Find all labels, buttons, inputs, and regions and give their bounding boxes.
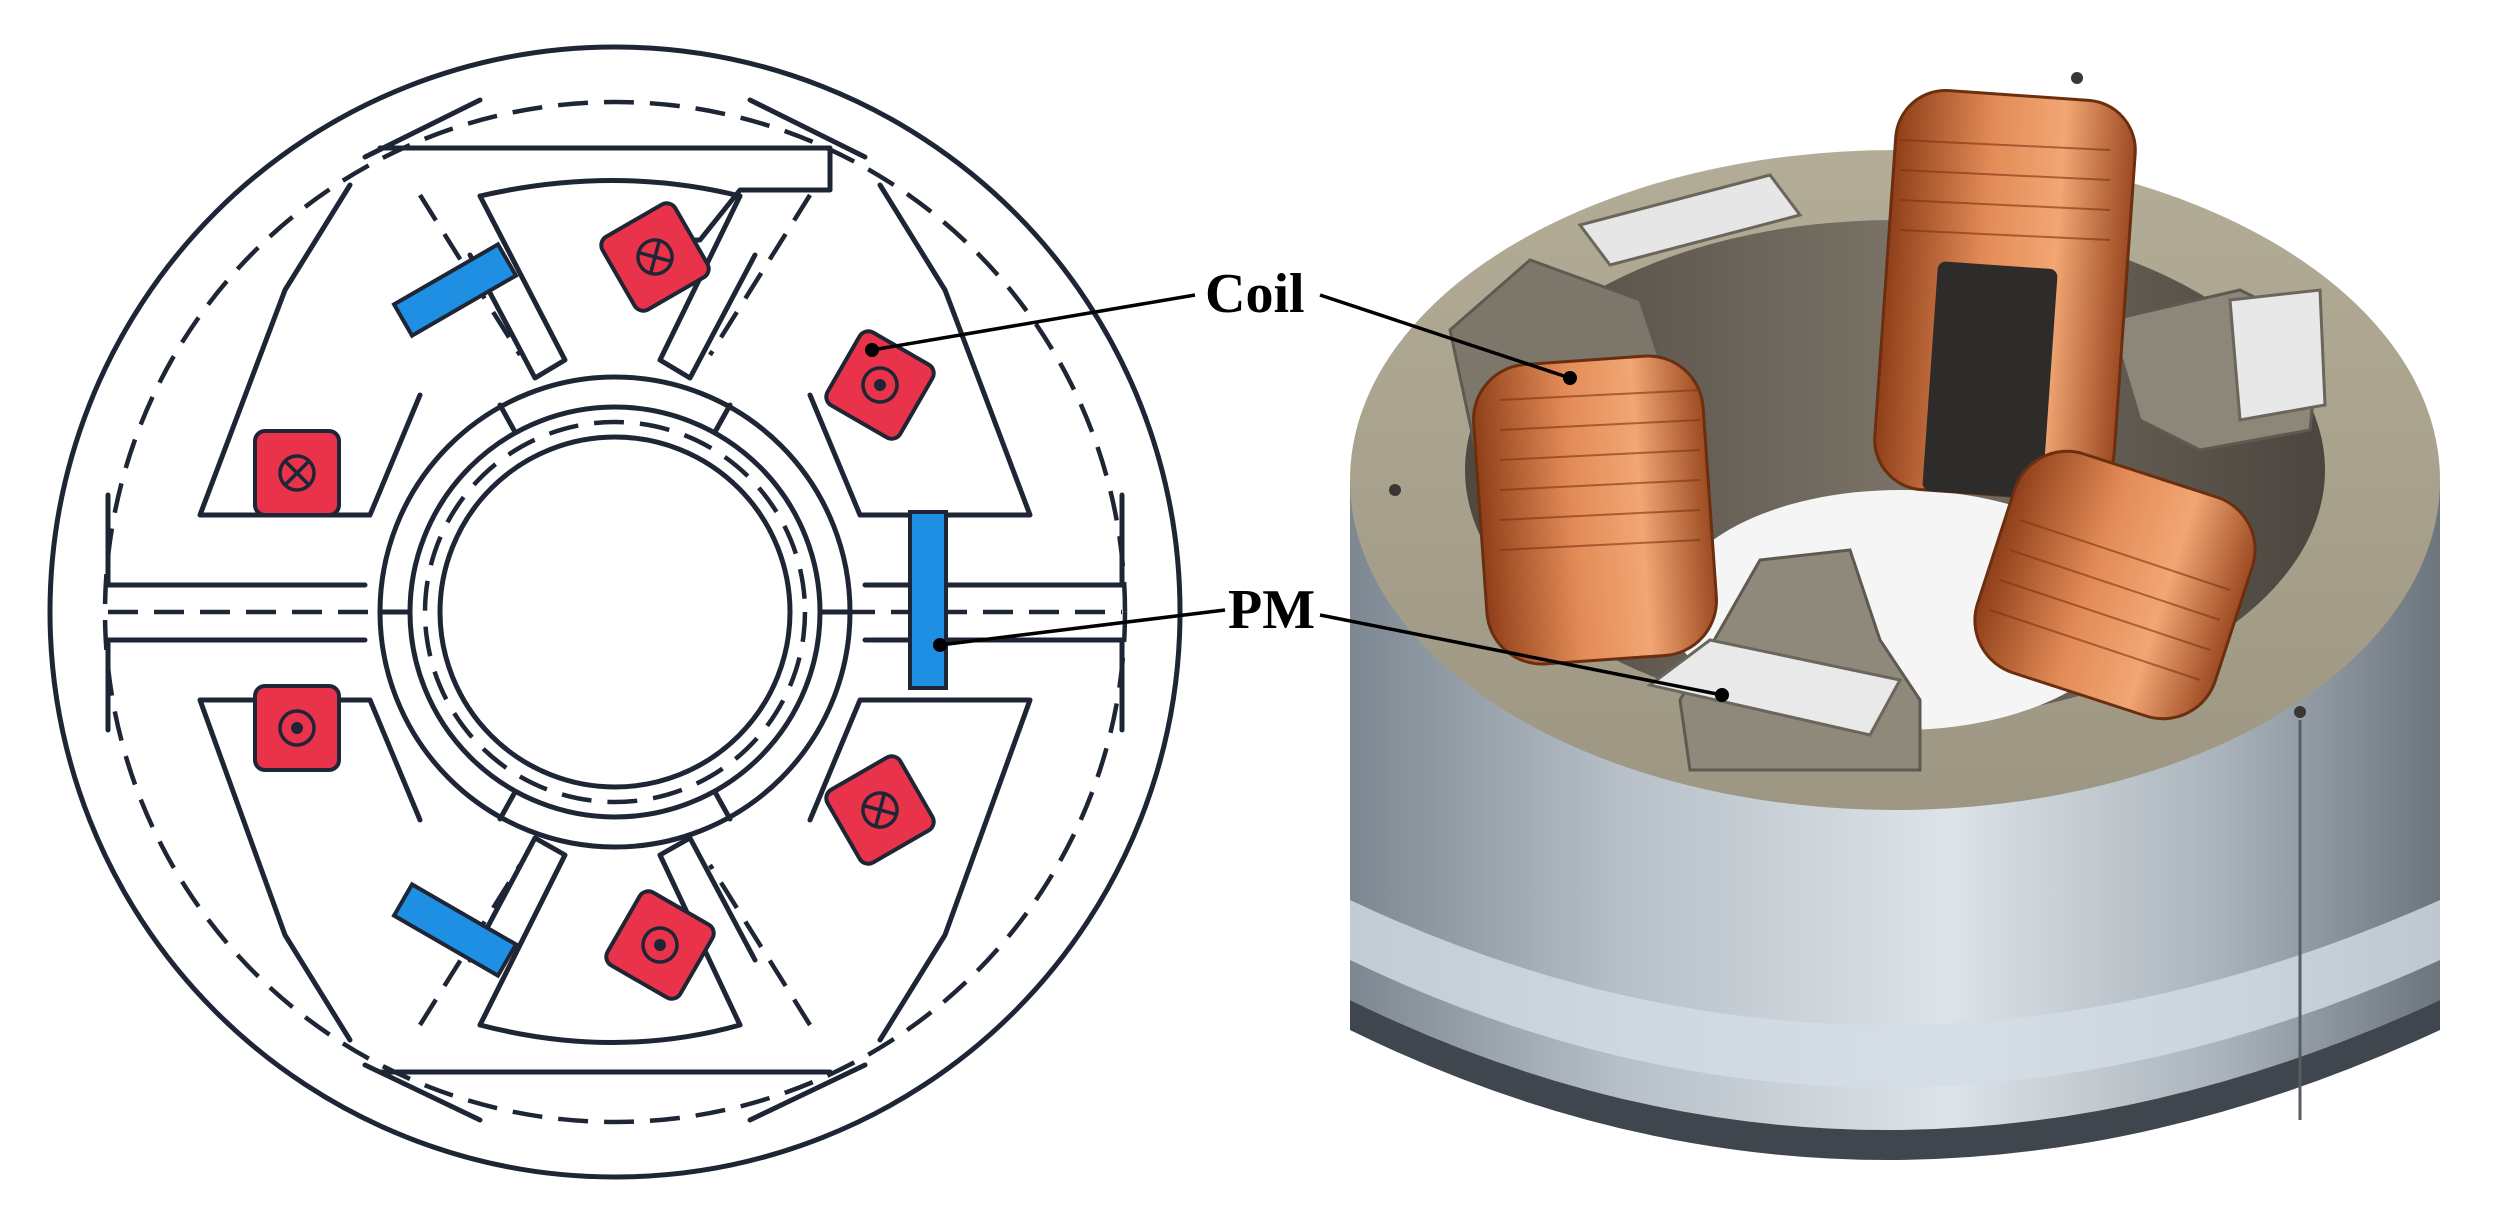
pm-leader-right	[1319, 613, 1723, 697]
flux-dash	[708, 193, 812, 357]
permanent-magnet	[391, 881, 519, 979]
motor-photo-illustration	[1350, 72, 2440, 1160]
stator-base-shadow	[1350, 1000, 2440, 1160]
e-core-outline	[197, 182, 423, 518]
e-core-outline	[807, 697, 1033, 1043]
coil-winding-lines	[1499, 139, 2231, 681]
hole	[2294, 706, 2306, 718]
e-core-outline	[467, 193, 568, 381]
permanent-magnet	[908, 510, 948, 690]
flux-path-dashes	[108, 193, 1122, 1027]
permanent-magnet	[391, 241, 519, 339]
coil-conductor-dot	[604, 889, 716, 1001]
segment-edge	[747, 97, 868, 160]
pm-leader-dot	[1715, 688, 1729, 702]
coil-conductor-dot	[253, 684, 341, 772]
pm-block	[1646, 638, 1903, 737]
permanent-magnets	[391, 241, 948, 979]
hole	[1389, 484, 1401, 496]
segment-edge	[747, 1062, 868, 1123]
photo-permanent-magnets	[1577, 173, 2327, 737]
coil-label: Coil	[1205, 263, 1305, 325]
rotor-dashed-ring	[422, 419, 808, 805]
rotor-outer-ring	[377, 374, 853, 850]
pm-leader-dot	[933, 638, 947, 652]
pm-leader-left	[939, 608, 1226, 647]
pm-block	[2228, 288, 2327, 422]
coil-core-face	[1922, 261, 2058, 499]
pm-label: PM	[1228, 579, 1315, 641]
e-core-outline	[197, 697, 423, 1043]
mounting-holes	[1389, 72, 2306, 718]
e-core-outline	[105, 582, 368, 643]
e-core-outline	[467, 835, 568, 1028]
coil-leader-right	[1319, 293, 1571, 380]
coil-conductors	[253, 201, 936, 1001]
rotor-inner-ring	[407, 404, 823, 820]
pm-block	[1577, 173, 1803, 267]
motor-cross-section-diagram	[47, 44, 1183, 1180]
stator-outer-boundary	[47, 44, 1183, 1180]
coil-leader-dot	[865, 343, 879, 357]
hole	[2071, 72, 2083, 84]
rotor-segment-ticks	[377, 402, 853, 822]
coil-conductor-cross	[824, 754, 936, 866]
e-core-outline	[477, 178, 743, 199]
shaft-bore	[437, 434, 793, 790]
e-core-outline	[807, 182, 1033, 518]
coil-winding	[1472, 354, 1718, 666]
e-core-outline	[377, 145, 833, 243]
coil-conductor-dot	[824, 329, 936, 441]
coil-conductor-cross	[599, 201, 711, 313]
e-core-outline	[477, 1022, 743, 1045]
coil-conductor-cross	[253, 429, 341, 517]
photo-coils	[1472, 88, 2257, 721]
flux-dash	[708, 863, 812, 1027]
stator-lamination-dashed-ring	[102, 99, 1128, 1125]
coil-leader-left	[871, 293, 1196, 352]
stator-bottom-band	[1350, 900, 2440, 1088]
coil-leader-dot	[1563, 371, 1577, 385]
callouts: Coil PM	[865, 263, 1729, 702]
